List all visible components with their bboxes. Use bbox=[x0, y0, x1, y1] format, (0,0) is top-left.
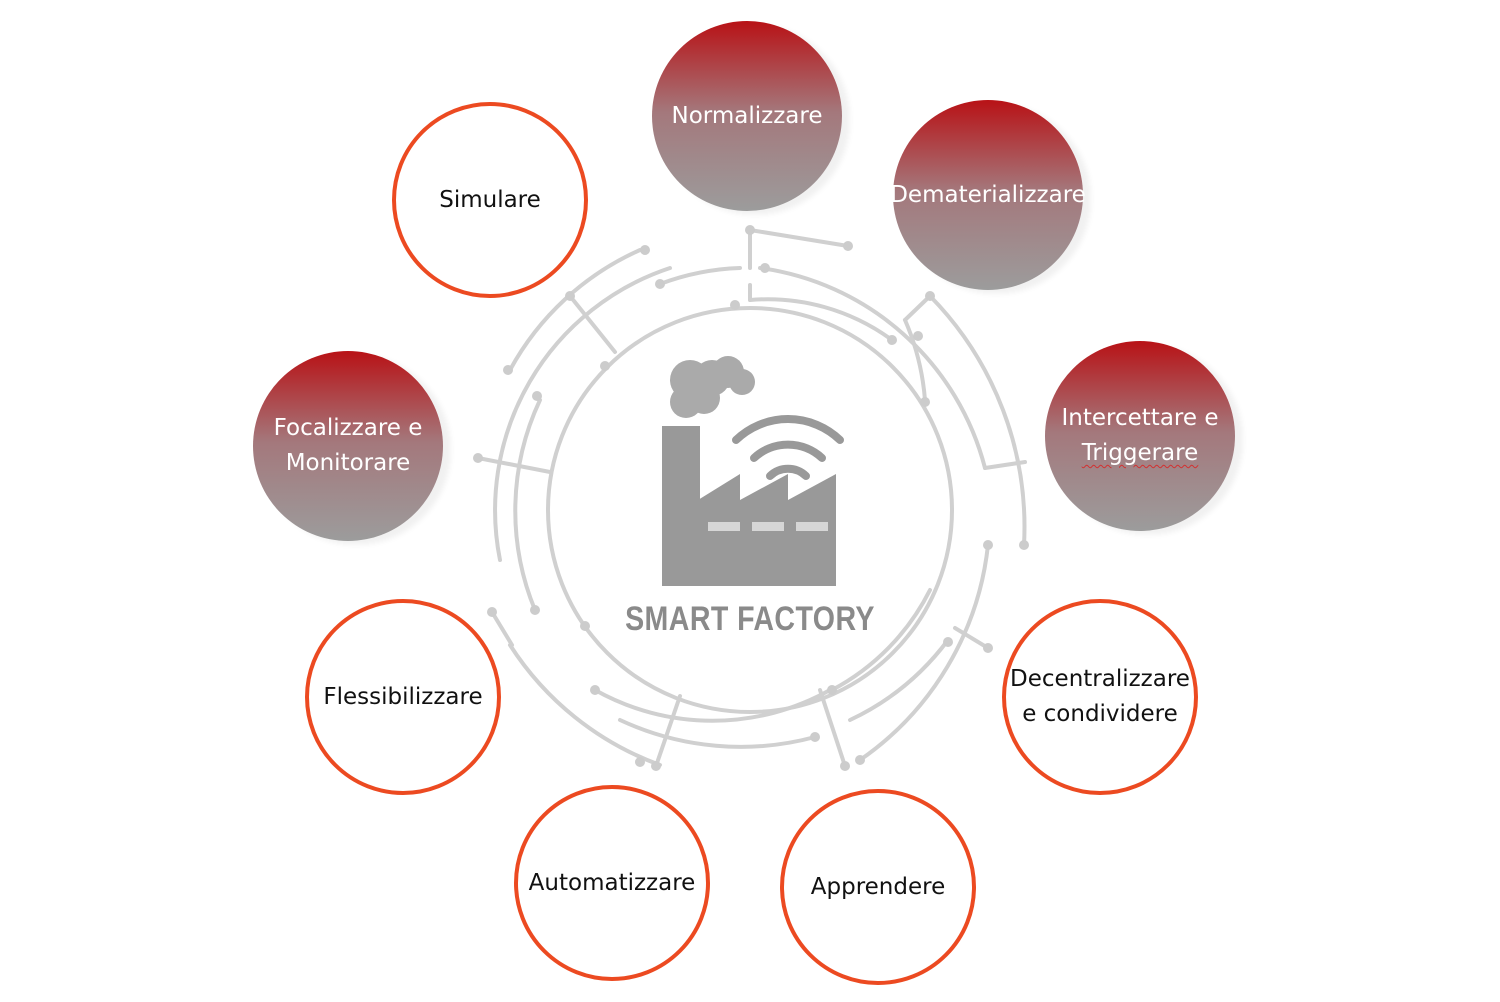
node-label-line1: Focalizzare e bbox=[273, 415, 423, 441]
node-label: Normalizzare bbox=[671, 102, 823, 129]
smoke-icon bbox=[670, 356, 755, 418]
node-focalizzare: Focalizzare e Monitorare bbox=[253, 351, 443, 541]
node-dematerializzare: Dematerializzare bbox=[890, 100, 1086, 290]
node-label-group: Focalizzare e Monitorare bbox=[274, 411, 423, 481]
node-label: Flessibilizzare bbox=[323, 683, 483, 710]
node-label-line1: Decentralizzare bbox=[1010, 666, 1190, 692]
node-flessibilizzare: Flessibilizzare bbox=[305, 599, 501, 795]
node-label-group: Intercettare e Triggerare bbox=[1062, 401, 1219, 471]
node-label-line1: Intercettare e bbox=[1061, 405, 1219, 431]
node-apprendere: Apprendere bbox=[780, 789, 976, 985]
wifi-icon bbox=[732, 415, 844, 480]
node-automatizzare: Automatizzare bbox=[514, 785, 710, 981]
node-simulare: Simulare bbox=[392, 102, 588, 298]
node-label-line2: e condividere bbox=[1022, 701, 1178, 727]
node-label-line2: Triggerare bbox=[1081, 440, 1199, 466]
smart-factory-title: SMART FACTORY bbox=[625, 600, 875, 638]
node-decentralizzare: Decentralizzare e condividere bbox=[1002, 599, 1198, 795]
node-label-group: Decentralizzare e condividere bbox=[1010, 662, 1190, 732]
node-label: Automatizzare bbox=[528, 869, 696, 896]
node-normalizzare: Normalizzare bbox=[652, 21, 842, 211]
node-label: Simulare bbox=[439, 186, 541, 213]
node-label: Dematerializzare bbox=[890, 181, 1086, 208]
node-label-line2: Monitorare bbox=[285, 450, 411, 476]
node-label: Apprendere bbox=[810, 873, 946, 900]
node-intercettare: Intercettare e Triggerare bbox=[1045, 341, 1235, 531]
